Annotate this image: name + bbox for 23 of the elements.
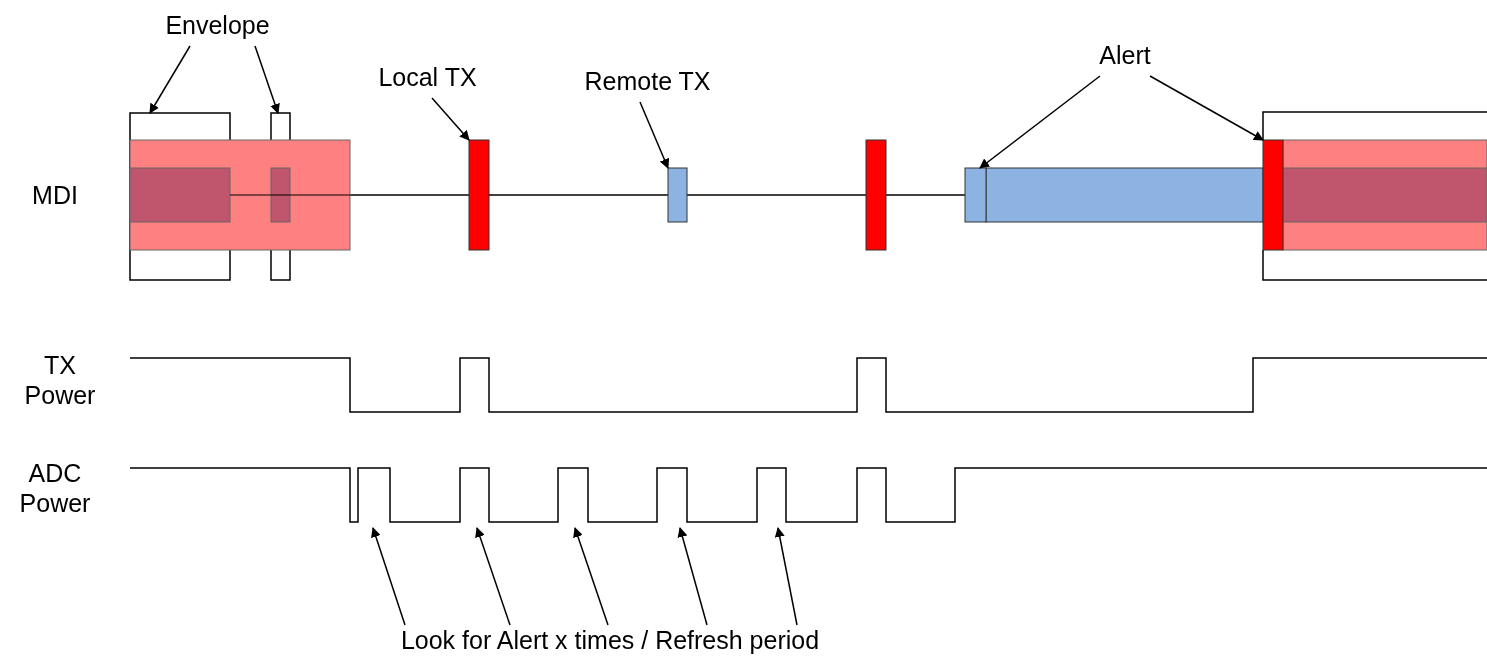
callout-label: Local TX (370, 62, 485, 98)
leader-line (254, 45, 280, 114)
leader-line (639, 101, 670, 169)
leader-line (431, 97, 470, 141)
callout-label: Alert (1090, 40, 1160, 76)
remote-pulse (667, 167, 688, 223)
alert-start-block (964, 167, 987, 223)
leader-line (475, 527, 511, 626)
leader-line (979, 75, 1101, 169)
callout-label: Remote TX (575, 66, 720, 102)
callout-label: Look for Alert x times / Refresh period (380, 625, 840, 661)
callout-label: Envelope (160, 10, 275, 46)
leader-line (774, 527, 798, 626)
leader-line (573, 527, 609, 626)
signal-name: ADC Power (18, 458, 92, 518)
leader-line (149, 45, 191, 114)
transmit-pulse (468, 139, 490, 251)
leader-line (677, 527, 708, 626)
leader-line (371, 527, 406, 626)
leader-line (1149, 75, 1264, 141)
signal-name: MDI (31, 180, 79, 210)
signal-name: TX Power (23, 350, 97, 410)
alert-pulse (1262, 139, 1284, 251)
